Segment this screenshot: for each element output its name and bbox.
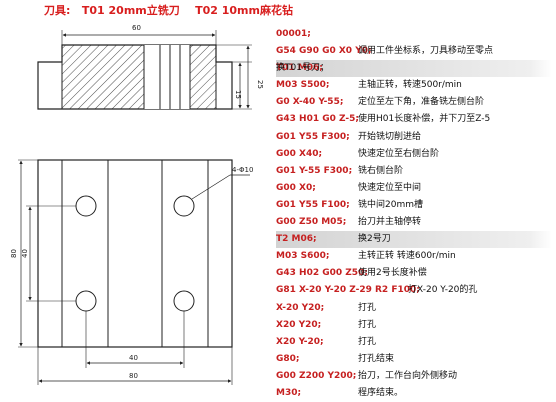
gcode: G00 Z200 Y200; (276, 370, 357, 381)
plan-view (18, 159, 250, 385)
gcode: X20 Y20; (276, 319, 322, 330)
dim-plan-width: 80 (129, 372, 138, 380)
program-line: G0 X-40 Y-55; 定位至左下角，准备铣左侧台阶 (276, 94, 552, 111)
program-line: 00001; (276, 26, 552, 43)
gcode-comment: 铣右侧台阶 (358, 165, 404, 176)
program-line: G00 X40; 快速定位至右侧台阶 (276, 146, 552, 163)
dim-hole-note: 4-Φ10 (232, 166, 253, 174)
gcode-comment: 打孔 (358, 319, 377, 330)
program-line: G81 X-20 Y-20 Z-29 R2 F100;打X-20 Y-20的孔 (276, 282, 552, 299)
gcode-comment: 程序结束。 (358, 387, 404, 398)
program-line: G01 Y55 F300; 开始铣切削进给 (276, 129, 552, 146)
gcode: G54 G90 G0 X0 Y0; (276, 46, 372, 57)
gcode: M03 S500; (276, 80, 330, 91)
dim-top-width: 60 (132, 24, 141, 32)
program-line: X20 Y20; 打孔 (276, 317, 552, 334)
gcode: G00 X0; (276, 182, 316, 193)
gcode: M03 S600; (276, 251, 330, 262)
gcode: X20 Y-20; (276, 336, 324, 347)
tool-list-title: 刀具: T01 20mm立铣刀 T02 10mm麻花钻 (44, 4, 293, 17)
gcode: G43 H02 G00 Z50; (276, 268, 368, 279)
program-line: M30; 程序结束。 (276, 385, 552, 402)
program-line: X20 Y-20; 打孔 (276, 334, 552, 351)
program-line: X-20 Y20; 打孔 (276, 300, 552, 317)
plan-outline (37, 159, 233, 348)
gcode: M30; (276, 387, 302, 398)
gcode: G0 X-40 Y-55; (276, 97, 344, 108)
hatch-right (190, 45, 216, 109)
gcode-comment: 开始铣切削进给 (358, 131, 422, 142)
gcode-comment: 打孔结束 (358, 353, 395, 364)
program-line: G43 H02 G00 Z50;使用2号长度补偿 (276, 265, 552, 282)
gcode-comment: 使用H01长度补偿，并下刀至Z-5 (358, 114, 491, 125)
gcode: G00 X40; (276, 148, 323, 159)
gcode-comment: 打孔 (358, 302, 377, 313)
gcode-comment: 快速定位至中间 (358, 182, 422, 193)
gcode: T01 M06; (276, 63, 323, 74)
program-line: G00 Z50 M05; 抬刀并主轴停转 (276, 214, 552, 231)
program-line: G43 H01 G0 Z-5;使用H01长度补偿，并下刀至Z-5 (276, 111, 552, 128)
program-line: T01 M06;换T01号刀； (276, 60, 552, 78)
gcode: G81 X-20 Y-20 Z-29 R2 F100; (276, 285, 420, 296)
gcode: 00001; (276, 29, 311, 39)
gcode-comment: 抬刀，工作台向外侧移动 (358, 370, 458, 381)
gcode-comment: 主转正转 转速600r/min (358, 251, 456, 262)
program-line: G80; 打孔结束 (276, 351, 552, 368)
program-line: G00 X0; 快速定位至中间 (276, 180, 552, 197)
dim-top-height: 25 (256, 80, 264, 89)
gcode-comment: 换2号刀 (358, 234, 391, 245)
gcode: G00 Z50 M05; (276, 217, 347, 228)
gcode-comment: 主轴正转，转速500r/min (358, 80, 462, 91)
hole-bottom-left (75, 290, 97, 312)
program-line: M03 S600; 主转正转 转速600r/min (276, 248, 552, 265)
gcode-comment: 快速定位至右侧台阶 (358, 148, 440, 159)
program-line: G01 Y-55 F300; 铣右侧台阶 (276, 163, 552, 180)
hatch-left (62, 45, 144, 109)
gcode-comment: 抬刀并主轴停转 (358, 217, 422, 228)
program-line: G01 Y55 F100; 铣中间20mm槽 (276, 197, 552, 214)
gcode-comment: 铣中间20mm槽 (358, 199, 423, 210)
hole-bottom-right (173, 290, 195, 312)
gcode: G01 Y55 F300; (276, 131, 350, 142)
gcode-comment: 调用工件坐标系，刀具移动至零点 (358, 46, 494, 57)
dim-hole-vertical: 40 (21, 249, 29, 258)
gcode: T2 M06; (276, 234, 317, 245)
gcode: G01 Y-55 F300; (276, 165, 353, 176)
gcode-comment: 打孔 (358, 336, 377, 347)
section-view (37, 30, 252, 110)
gcode: X-20 Y20; (276, 302, 325, 313)
dim-hole-horizontal: 40 (129, 354, 138, 362)
program-line: G00 Z200 Y200;抬刀，工作台向外侧移动 (276, 368, 552, 385)
technical-drawing: 60 25 15 4-Φ10 80 40 40 80 (10, 24, 264, 385)
gcode-comment: 打X-20 Y-20的孔 (408, 285, 478, 296)
gcode-comment: 定位至左下角，准备铣左侧台阶 (358, 97, 485, 108)
gcode-comment: 换T01号刀； (276, 63, 329, 74)
gcode: G80; (276, 353, 300, 364)
gcode: G43 H01 G0 Z-5; (276, 114, 359, 125)
gcode: G01 Y55 F100; (276, 199, 350, 210)
hole-top-left (75, 195, 97, 217)
program-line: G54 G90 G0 X0 Y0;调用工件坐标系，刀具移动至零点 (276, 43, 552, 60)
program-line: M03 S500; 主轴正转，转速500r/min (276, 77, 552, 94)
gcode-comment: 使用2号长度补偿 (358, 268, 427, 279)
hole-top-right (173, 195, 195, 217)
dim-plan-height: 80 (10, 249, 18, 258)
program-line: T2 M06; 换2号刀 (276, 231, 552, 249)
dim-top-step: 15 (234, 90, 242, 99)
